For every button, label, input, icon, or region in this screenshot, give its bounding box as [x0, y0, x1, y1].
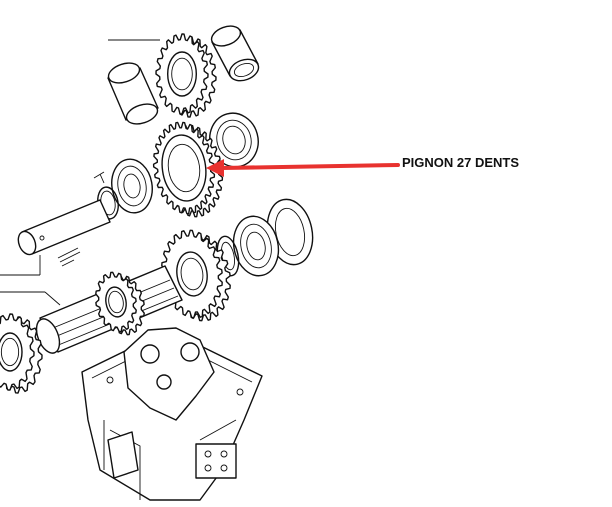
shaft-gear: [95, 271, 145, 336]
gear-left-hub-1: [0, 337, 20, 367]
leader-line-left-3: [44, 291, 61, 306]
callout-arrow: [206, 159, 400, 177]
gear-shaft-hub-0: [105, 286, 127, 318]
pinion-27-teeth-gear: [152, 121, 224, 218]
gear-top-hub-1: [171, 57, 193, 91]
bushing-right: [210, 25, 260, 82]
callout-label: PIGNON 27 DENTS: [402, 155, 520, 170]
bearing-middle: [232, 215, 280, 277]
gear-27-hub-1: [167, 143, 201, 193]
bearing-upper-left: [111, 158, 153, 214]
left-edge-gear: [0, 313, 43, 394]
middle-gear: [161, 229, 231, 322]
upper-gear: [155, 33, 217, 118]
gear-shaft-hub-1: [108, 290, 124, 314]
gear-mid-hub-1: [180, 257, 204, 291]
gear-27-hub-0: [161, 134, 207, 202]
gearbox-housing: [81, 327, 263, 501]
shaft-pin: [17, 199, 111, 267]
gear-mid-hub-0: [176, 251, 208, 297]
bushing-left: [107, 62, 159, 125]
